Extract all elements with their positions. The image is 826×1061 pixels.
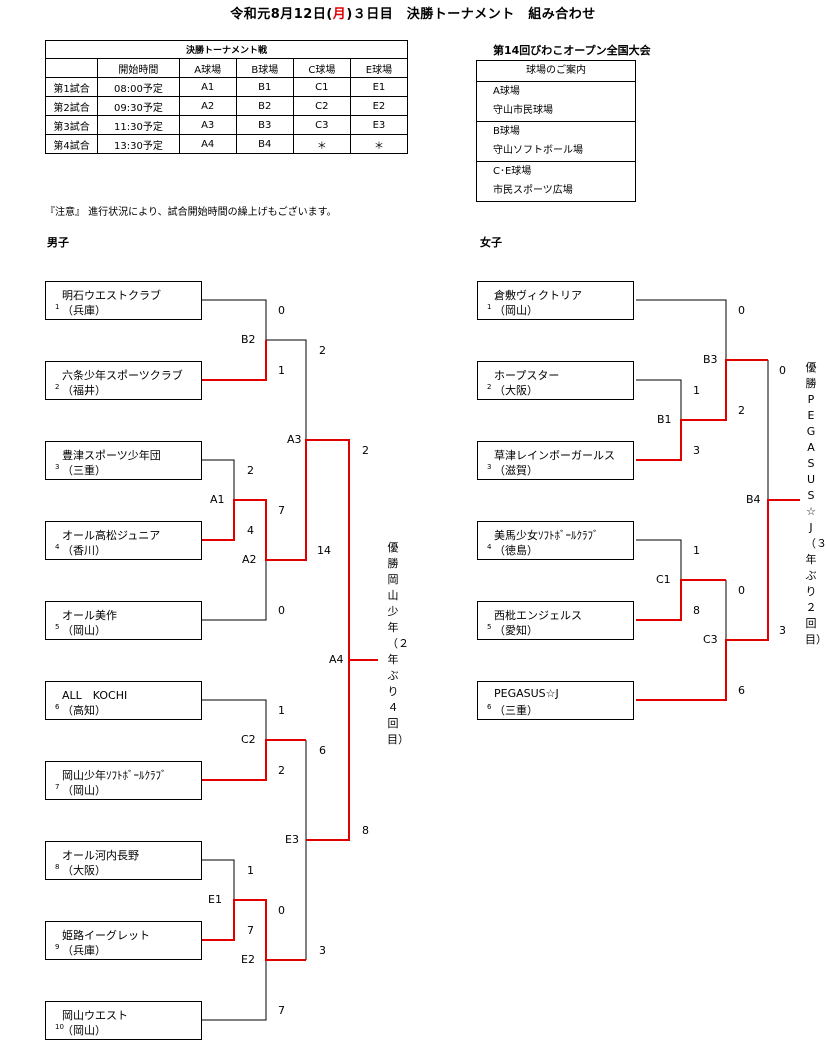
game-label: E1 <box>208 893 222 906</box>
score: 6 <box>319 744 326 757</box>
game-label: A4 <box>329 653 344 666</box>
score: 1 <box>278 364 285 377</box>
score: 8 <box>693 604 700 617</box>
table-header-row: 開始時間 A球場 B球場 C球場 E球場 <box>44 58 409 78</box>
score: 1 <box>247 864 254 877</box>
game-label: E2 <box>241 953 255 966</box>
venue-group: B球場 守山ソフトボール場 <box>477 122 635 162</box>
game-label: E3 <box>285 833 299 846</box>
game-label: C3 <box>703 633 718 646</box>
girls-label: 女子 <box>480 236 502 249</box>
score: 0 <box>738 304 745 317</box>
score: 1 <box>278 704 285 717</box>
venue-group: A球場 守山市民球場 <box>477 82 635 122</box>
score: 3 <box>779 624 786 637</box>
score: 0 <box>278 304 285 317</box>
score: 2 <box>247 464 254 477</box>
notice-text: 『注意』 進行状況により、試合開始時間の繰上げもございます。 <box>45 207 337 218</box>
score: 7 <box>278 504 285 517</box>
score: 1 <box>693 384 700 397</box>
game-label: B1 <box>657 413 672 426</box>
score: 6 <box>738 684 745 697</box>
score: 3 <box>319 944 326 957</box>
score: 0 <box>278 604 285 617</box>
boys-label: 男子 <box>47 236 69 249</box>
venue-info-box: 球場のご案内 A球場 守山市民球場 B球場 守山ソフトボール場 C･E球場 市民… <box>476 60 636 202</box>
tournament-name: 第14回びわこオープン全国大会 <box>493 44 651 57</box>
game-label: B3 <box>703 353 718 366</box>
score: 8 <box>362 824 369 837</box>
girls-champion: 優勝 PEGASUS☆J（３年ぶり２回目） <box>805 361 826 646</box>
score: 3 <box>693 444 700 457</box>
score: 2 <box>738 404 745 417</box>
game-label: A3 <box>287 433 302 446</box>
game-label: C1 <box>656 573 671 586</box>
score: 2 <box>278 764 285 777</box>
venue-header: 球場のご案内 <box>477 61 635 82</box>
score: 7 <box>278 1004 285 1017</box>
game-label: A2 <box>242 553 257 566</box>
page-title: 令和元8月12日(月)３日目 決勝トーナメント 組み合わせ <box>230 7 596 22</box>
venue-group: C･E球場 市民スポーツ広場 <box>493 165 573 197</box>
game-label: B2 <box>241 333 256 346</box>
score: 0 <box>278 904 285 917</box>
score: 14 <box>317 544 331 557</box>
game-label: B4 <box>746 493 761 506</box>
score: 2 <box>319 344 326 357</box>
score: 2 <box>362 444 369 457</box>
game-label: A1 <box>210 493 225 506</box>
score: 0 <box>779 364 786 377</box>
score: 4 <box>247 524 254 537</box>
score: 1 <box>693 544 700 557</box>
score: 0 <box>738 584 745 597</box>
game-label: C2 <box>241 733 256 746</box>
score: 7 <box>247 924 254 937</box>
boys-champion: 優勝 岡山少年（２年ぶり４回目） <box>387 541 410 746</box>
